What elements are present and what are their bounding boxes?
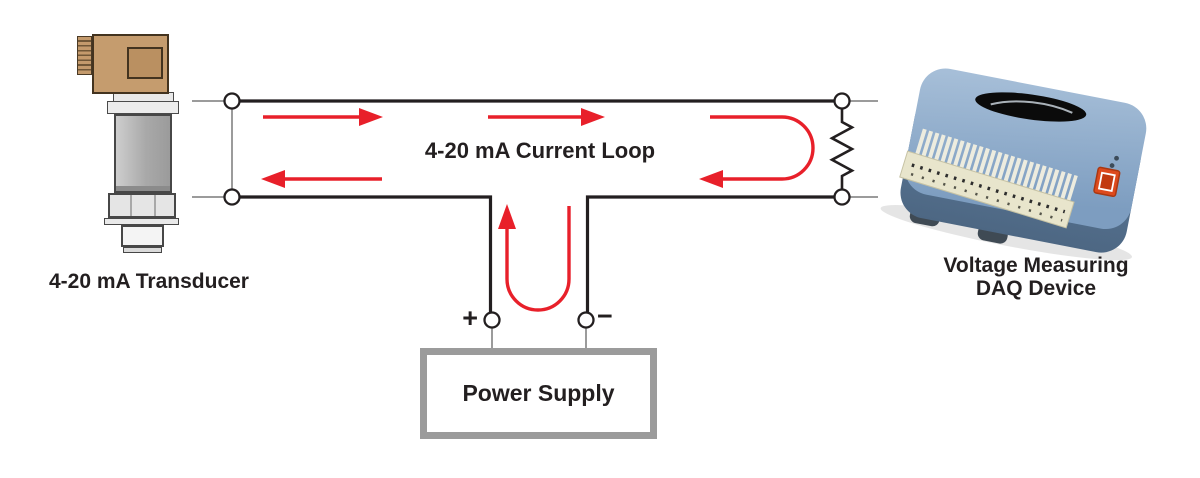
daq-led-hole-1 [1114,155,1119,161]
daq-logo-background [975,92,1087,122]
current-loop-label: 4-20 mA Current Loop [424,138,656,163]
positive-terminal-label: + [462,303,478,333]
daq-terminal-holes [910,172,1063,222]
daq-logo-oval [975,92,1087,122]
current-arrow-heads [261,108,723,229]
daq-usb-inner [1097,171,1116,193]
terminal-supply-positive [483,311,501,329]
terminal-resistor-top [833,92,851,110]
terminal-transducer-bottom [223,188,241,206]
arrowhead-right-1 [359,108,383,126]
transducer-tip-base [123,247,162,253]
power-supply-box: Power Supply [420,348,657,439]
arrowhead-left-1 [261,170,285,188]
transducer-connector-window [127,47,163,79]
daq-front-face [900,95,1141,253]
daq-terminal-strip [899,128,1078,229]
current-arrow-uturn-right [710,115,815,181]
wire-bottom-right [585,195,835,313]
daq-foot-right [977,224,1008,244]
daq-logo-swoosh [990,100,1073,114]
daq-terminal-block [899,150,1075,229]
transducer-collar-lower [107,101,179,114]
transducer-process-connection [121,225,164,247]
current-arrow-uturn-supply [505,206,571,312]
daq-top-face [905,68,1147,230]
terminal-resistor-bottom [833,188,851,206]
transducer-hex-nut [108,193,176,218]
transducer-body-band [116,186,170,191]
daq-device-graphic [880,68,1147,261]
daq-terminal-teeth [915,128,1078,201]
arrowhead-right-2 [581,108,605,126]
daq-usb-port [1093,166,1121,198]
transducer-flange [104,218,179,225]
negative-terminal-label: − [597,301,613,331]
power-supply-label: Power Supply [462,380,615,406]
terminal-transducer-top [223,92,241,110]
arrowhead-up-supply [498,204,516,229]
daq-device-label: Voltage Measuring DAQ Device [905,254,1167,300]
junction-terminals [223,92,851,329]
wire-bottom-left [239,195,493,313]
daq-led-hole-2 [1109,163,1115,168]
transducer-body [114,114,172,193]
daq-label-line1: Voltage Measuring [943,254,1129,277]
hex-facet-line-1 [130,195,132,216]
daq-foot-left [909,205,941,227]
transducer-din-connector [92,34,169,94]
cable-gland-icon [77,36,92,75]
daq-usb-outer [1093,166,1121,198]
transducer-label: 4-20 mA Transducer [49,270,249,293]
load-resistor [829,108,855,190]
terminal-supply-negative [577,311,595,329]
daq-terminal-screws [911,163,1066,214]
hex-facet-line-2 [154,195,156,216]
transducer-graphic [75,30,183,254]
loop-wires [239,99,835,313]
arrowhead-left-2 [699,170,723,188]
daq-label-line2: DAQ Device [975,277,1097,300]
